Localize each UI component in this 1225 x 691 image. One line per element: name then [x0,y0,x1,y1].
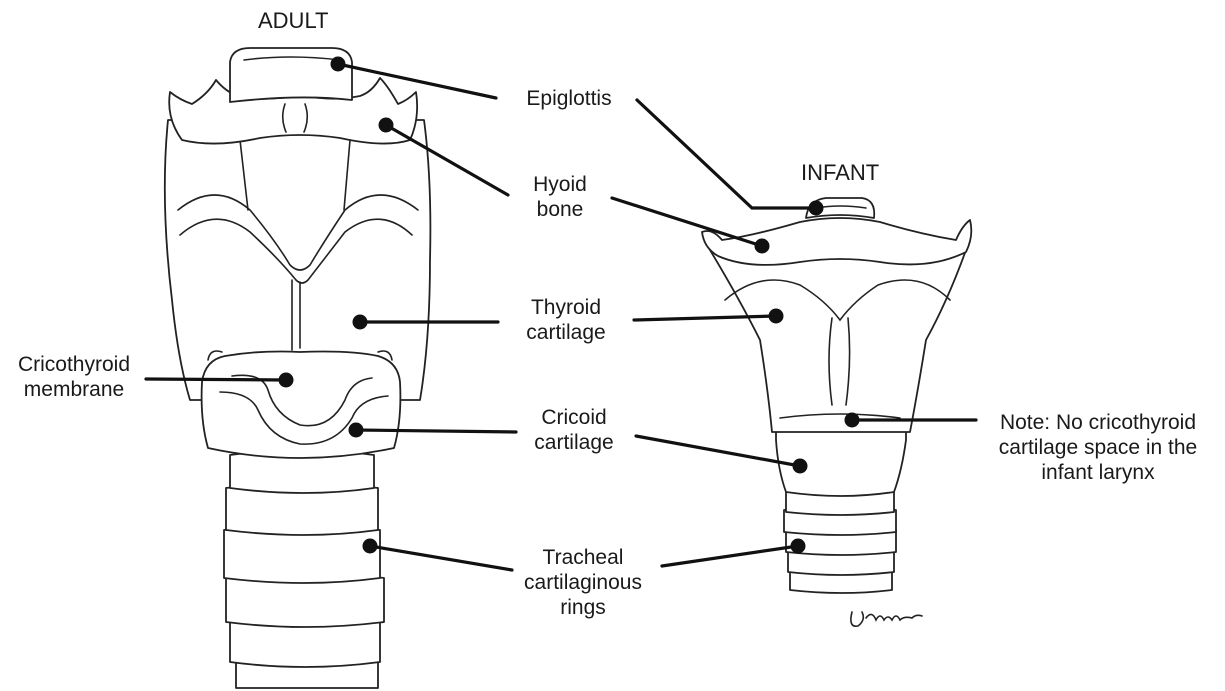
label-cricothyroid-line1: Cricothyroid [6,352,142,377]
label-cricoid-cartilage: Cricoid cartilage [512,405,636,455]
adult-larynx [165,48,431,688]
dot-epiglottis-adult [331,57,346,72]
label-note-line2: cartilage space in the [978,435,1218,460]
dot-cricoid-infant [793,459,808,474]
label-tracheal-rings: Tracheal cartilaginous rings [508,545,658,620]
leader-cricoid-adult [356,430,516,432]
leader-tracheal-infant [662,546,798,566]
leader-hyoid-infant [612,198,762,246]
infant-thyroid-shape [710,250,966,432]
infant-hyoid-shape [702,218,971,265]
label-cricothyroid-line2: membrane [6,377,142,402]
dot-hyoid-adult [379,118,394,133]
label-cricoid-line2: cartilage [512,430,636,455]
label-hyoid-line1: Hyoid [510,172,610,197]
artist-signature [851,612,922,626]
label-hyoid-bone: Hyoid bone [510,172,610,222]
label-note-line3: infant larynx [978,460,1218,485]
dot-thyroid-adult [353,315,368,330]
dot-cricoid-adult [349,423,364,438]
adult-heading: ADULT [258,8,329,34]
dot-epiglottis-infant [809,201,824,216]
label-epiglottis-line1: Epiglottis [500,86,638,111]
dot-note [845,413,860,428]
dot-thyroid-infant [769,309,784,324]
leader-epiglottis-infant [637,100,816,208]
adult-cricoid-shape [202,352,401,459]
label-thyroid-line1: Thyroid [500,295,632,320]
infant-larynx [702,198,971,593]
label-infant-note: Note: No cricothyroid cartilage space in… [978,410,1218,485]
infant-heading: INFANT [801,160,879,186]
label-cricoid-line1: Cricoid [512,405,636,430]
leader-tracheal-adult [370,546,512,570]
label-epiglottis: Epiglottis [500,86,638,111]
label-cricothyroid-membrane: Cricothyroid membrane [6,352,142,402]
dot-tracheal-infant [791,539,806,554]
label-tracheal-line1: Tracheal [508,545,658,570]
label-thyroid-line2: cartilage [500,320,632,345]
dot-tracheal-adult [363,539,378,554]
adult-tracheal-rings [224,450,384,688]
dot-cricothyroid [279,373,294,388]
label-note-line1: Note: No cricothyroid [978,410,1218,435]
label-thyroid-cartilage: Thyroid cartilage [500,295,632,345]
dot-hyoid-infant [755,239,770,254]
leader-cricothyroid [146,379,286,380]
label-tracheal-line2: cartilaginous [508,570,658,595]
adult-epiglottis-shape [230,48,352,102]
label-tracheal-line3: rings [508,595,658,620]
label-hyoid-line2: bone [510,197,610,222]
